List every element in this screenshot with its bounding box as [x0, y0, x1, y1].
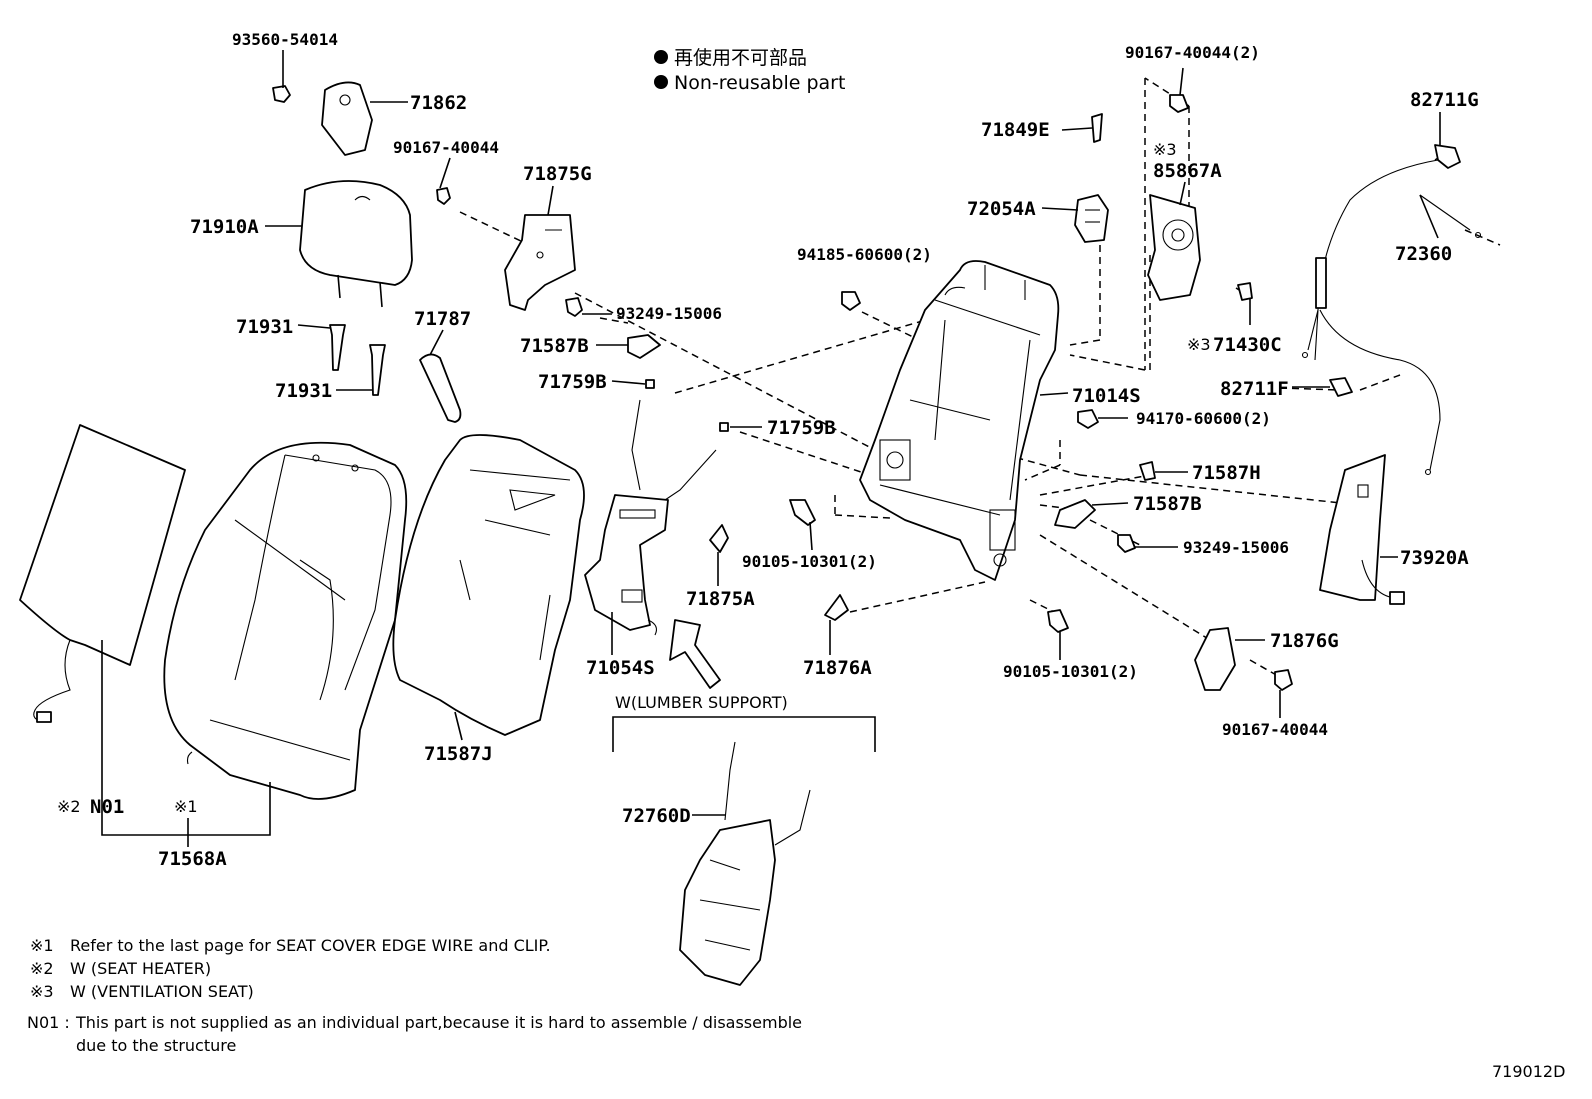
note-n01-text-2: due to the structure	[76, 1036, 236, 1055]
label-93249-15006: 93249-15006	[616, 304, 722, 323]
label-71931: 71931	[275, 380, 332, 402]
part-71849E	[1091, 113, 1103, 143]
non-reusable-dot-icon	[654, 75, 668, 89]
bolt-93249-15006	[565, 297, 583, 317]
bolt-90167-40044-lower	[1274, 669, 1293, 691]
part-labels: 93560-54014 71862 90167-40044 71875G 719…	[57, 30, 1479, 870]
clip-71759B	[645, 379, 655, 389]
lumbar-group-bracket	[612, 716, 876, 752]
leader-lines	[101, 50, 1441, 847]
clip-71587H	[1139, 461, 1156, 481]
clip-71587B-right	[1054, 499, 1096, 529]
clip-71587B	[627, 334, 661, 359]
note-3-text: W (VENTILATION SEAT)	[70, 982, 254, 1001]
label-lumbar-support: W(LUMBER SUPPORT)	[615, 693, 788, 712]
label-71587J: 71587J	[424, 743, 493, 765]
label-72054A: 72054A	[967, 198, 1036, 220]
label-71876A: 71876A	[803, 657, 872, 679]
label-71014S: 71014S	[1072, 385, 1141, 407]
label-71787: 71787	[414, 308, 471, 330]
nut-94170-60600	[1077, 409, 1099, 429]
label-71862: 71862	[410, 92, 467, 114]
label-72360: 72360	[1395, 243, 1452, 265]
seat-back-pad	[392, 434, 585, 736]
note-2-mark: ※2	[30, 959, 54, 978]
label-71587H: 71587H	[1192, 462, 1261, 484]
label-71568A: 71568A	[158, 848, 227, 870]
label-71875A: 71875A	[686, 588, 755, 610]
note-3-mark: ※3	[30, 982, 54, 1001]
cover-73920A	[1319, 454, 1405, 605]
bracket-71875G	[504, 214, 576, 311]
label-73920A: 73920A	[1400, 547, 1469, 569]
label-71587B: 71587B	[520, 335, 589, 357]
seat-back-frame-71014S	[859, 260, 1060, 581]
edge-wire-clip	[186, 751, 193, 765]
headrest-supports	[329, 324, 386, 396]
label-94170-60600: 94170-60600(2)	[1136, 409, 1271, 428]
label-N01: N01	[90, 796, 124, 818]
bolt-90167-40044-2	[1169, 94, 1189, 113]
diagram-id: 719012D	[1492, 1062, 1565, 1081]
label-mark1: ※1	[174, 797, 198, 816]
label-90167-40044-2: 90167-40044(2)	[1125, 43, 1260, 62]
note-2-text: W (SEAT HEATER)	[70, 959, 211, 978]
legend-jp: 再使用不可部品	[674, 47, 807, 69]
label-82711G: 82711G	[1410, 89, 1479, 111]
lumbar-72760D	[679, 741, 811, 986]
legend-en: Non-reusable part	[674, 72, 845, 94]
clip-71430C	[1237, 282, 1253, 301]
note-n01-text-1: This part is not supplied as an individu…	[75, 1013, 802, 1032]
bolt-93249-15006-right	[1117, 534, 1136, 553]
clip-71759B	[719, 422, 729, 432]
seat-heater-pad	[19, 424, 186, 723]
label-71587B: 71587B	[1133, 493, 1202, 515]
label-71054S: 71054S	[586, 657, 655, 679]
label-71875G: 71875G	[523, 163, 592, 185]
label-mark3: ※3	[1187, 335, 1211, 354]
note-1-mark: ※1	[30, 936, 54, 955]
bolt-90167-40044	[436, 187, 451, 205]
label-71876G: 71876G	[1270, 630, 1339, 652]
label-71931: 71931	[236, 316, 293, 338]
strap	[419, 353, 462, 423]
label-90167-40044: 90167-40044	[393, 138, 499, 157]
blower-85867A	[1147, 194, 1201, 301]
label-85867A: 85867A	[1153, 160, 1222, 182]
legend: 再使用不可部品 Non-reusable part	[654, 47, 845, 94]
bolt-90105-10301	[789, 499, 816, 526]
label-94185-60600: 94185-60600(2)	[797, 245, 932, 264]
non-reusable-dot-icon	[654, 50, 668, 64]
label-mark3: ※3	[1153, 140, 1177, 159]
bolt-90105-10301-right	[1047, 609, 1069, 633]
label-72760D: 72760D	[622, 805, 691, 827]
note-n01-mark: N01 :	[27, 1013, 70, 1032]
label-71430C: 71430C	[1213, 334, 1282, 356]
label-82711F: 82711F	[1220, 378, 1289, 400]
clip-71876A	[824, 594, 849, 621]
label-71849E: 71849E	[981, 119, 1050, 141]
label-90167-40044: 90167-40044	[1222, 720, 1328, 739]
note-1-text: Refer to the last page for SEAT COVER ED…	[70, 936, 551, 955]
seat-back-cover	[163, 441, 408, 800]
label-93249-15006: 93249-15006	[1183, 538, 1289, 557]
nut-94185-60600	[841, 291, 861, 311]
cable-72360	[1301, 144, 1482, 476]
label-93560-54014: 93560-54014	[232, 30, 338, 49]
label-71910A: 71910A	[190, 216, 259, 238]
label-71759B: 71759B	[538, 371, 607, 393]
footnotes: ※1 Refer to the last page for SEAT COVER…	[27, 936, 802, 1055]
label-71759B: 71759B	[767, 417, 836, 439]
label-90105-10301: 90105-10301(2)	[742, 552, 877, 571]
label-90105-10301: 90105-10301(2)	[1003, 662, 1138, 681]
cover-71876G	[1194, 627, 1236, 691]
part-72054A	[1074, 194, 1109, 243]
direction-arrow	[669, 619, 721, 689]
headrest	[299, 180, 413, 308]
lumbar-support-71054S	[584, 399, 717, 636]
bracket-71862	[272, 81, 373, 156]
clip-71875A	[709, 524, 729, 553]
label-mark2: ※2	[57, 797, 81, 816]
